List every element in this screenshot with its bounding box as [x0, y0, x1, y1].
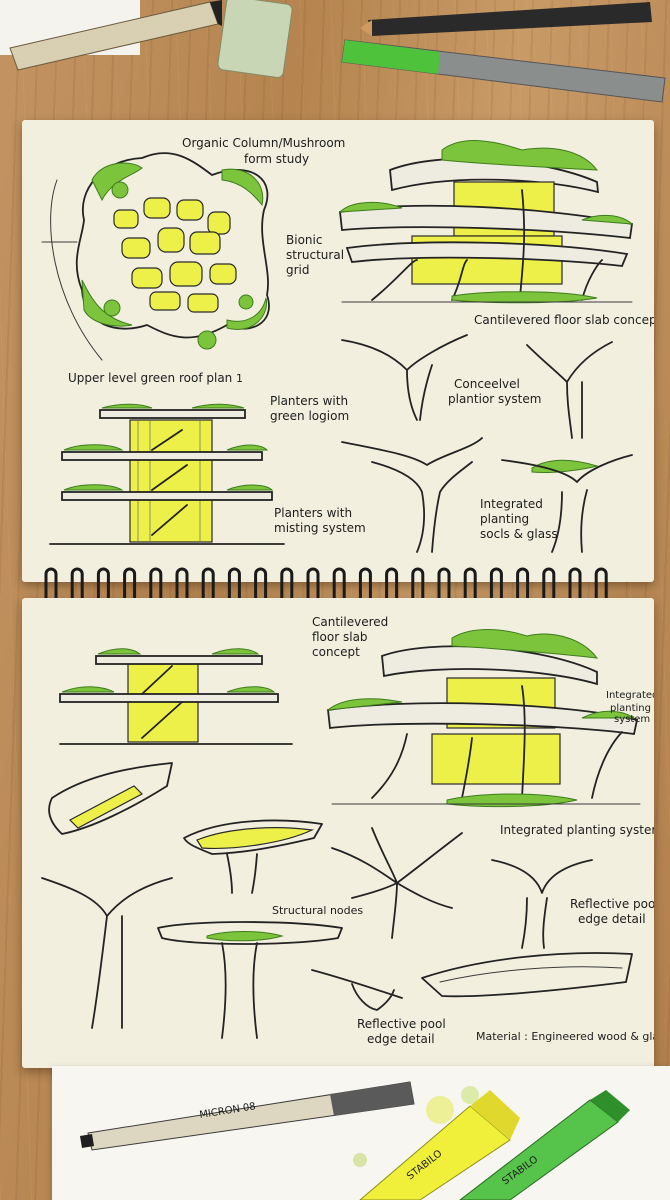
black-marker: [368, 2, 652, 36]
bottom-page-drawings: Cantilevered floor slab concept Integrat…: [41, 615, 654, 1046]
label-planters-green-1: Planters with: [270, 394, 348, 408]
pencil-tip: [360, 20, 372, 36]
label-planter-system-2: plantior system: [448, 392, 541, 406]
label-reflective-bottom-2: edge detail: [367, 1032, 435, 1046]
mushroom-table-column: [157, 921, 343, 1039]
notebook-page-top: Organic Column/Mushroom form study Bioni…: [22, 120, 654, 582]
yellow-highlighter: STABILO: [359, 1090, 520, 1200]
mushroom-capital-1: [341, 437, 483, 553]
ink-splash-1: [426, 1096, 454, 1124]
ink-splash-3: [353, 1153, 367, 1167]
label-plan-number: 1: [236, 372, 243, 385]
table-column-planting: [206, 931, 284, 942]
label-structural: structural: [286, 248, 344, 262]
label-integrated-3: socls & glass: [480, 527, 558, 541]
slab-detail-2: [183, 819, 323, 855]
label-material: Material : Engineered wood & glass: [476, 1030, 654, 1043]
ink-splash-2: [461, 1086, 479, 1104]
slab-detail-1: [48, 762, 173, 835]
tree-column-left: [41, 877, 173, 1029]
slab-detail-1-highlight: [69, 785, 143, 829]
tree-column-1: [341, 334, 468, 421]
label-reflective-right-2: edge detail: [578, 912, 646, 926]
section-tower: [49, 403, 285, 545]
desk-props-top: [0, 0, 666, 103]
label-reflective-bottom-1: Reflective pool: [357, 1017, 446, 1031]
label-grid: grid: [286, 263, 310, 277]
label-planter-system-1: Conceelvel: [454, 377, 520, 391]
label-form-study: form study: [244, 152, 309, 166]
label-integrated-2: planting: [480, 512, 529, 526]
label-planters-green-2: green logiom: [270, 409, 349, 423]
mushroom-building-perspective: [338, 140, 634, 304]
section-tower-small: [59, 648, 293, 745]
top-page-drawings: Organic Column/Mushroom form study Bioni…: [41, 136, 654, 553]
label-integrated-planting-system: Integrated planting system: [500, 823, 654, 837]
mushroom-capital-2: [501, 454, 633, 553]
notebook-page-bottom: Cantilevered floor slab concept Integrat…: [22, 598, 654, 1068]
label-integrated-small-2: planting: [610, 703, 651, 714]
slab-detail-2-highlight: [196, 827, 315, 849]
label-integrated-small-1: Integrated: [606, 690, 654, 701]
green-roof-plan: [41, 152, 270, 361]
label-bionic: Bionic: [286, 233, 322, 247]
label-planters-misting-2: misting system: [274, 521, 366, 535]
label-cantilevered-3: concept: [312, 645, 360, 659]
label-cantilevered: Cantilevered floor slab concept: [474, 313, 654, 327]
label-cantilevered-1: Cantilevered: [312, 615, 388, 629]
mushroom-building-large: [326, 629, 641, 808]
green-cap: [342, 40, 440, 74]
label-reflective-right-1: Reflective pool: [570, 897, 654, 911]
tree-column-2: [526, 341, 613, 439]
eraser-block: [217, 0, 293, 78]
marker-cap: [210, 0, 222, 26]
label-organic-column: Organic Column/Mushroom: [182, 136, 345, 150]
pool-column: [491, 859, 593, 949]
label-integrated-1: Integrated: [480, 497, 543, 511]
label-structural-nodes: Structural nodes: [272, 904, 363, 917]
structural-node-sketch: [331, 827, 463, 939]
capital-planting: [531, 459, 599, 474]
label-integrated-small-3: system: [614, 714, 650, 725]
label-cantilevered-2: floor slab: [312, 630, 368, 644]
label-planters-misting-1: Planters with: [274, 506, 352, 520]
label-green-roof-plan: Upper level green roof plan: [68, 371, 232, 385]
micron-pen: MICRON 08: [80, 1081, 415, 1151]
pool-edge-detail: [311, 969, 403, 1011]
reflective-pool: [421, 952, 633, 998]
